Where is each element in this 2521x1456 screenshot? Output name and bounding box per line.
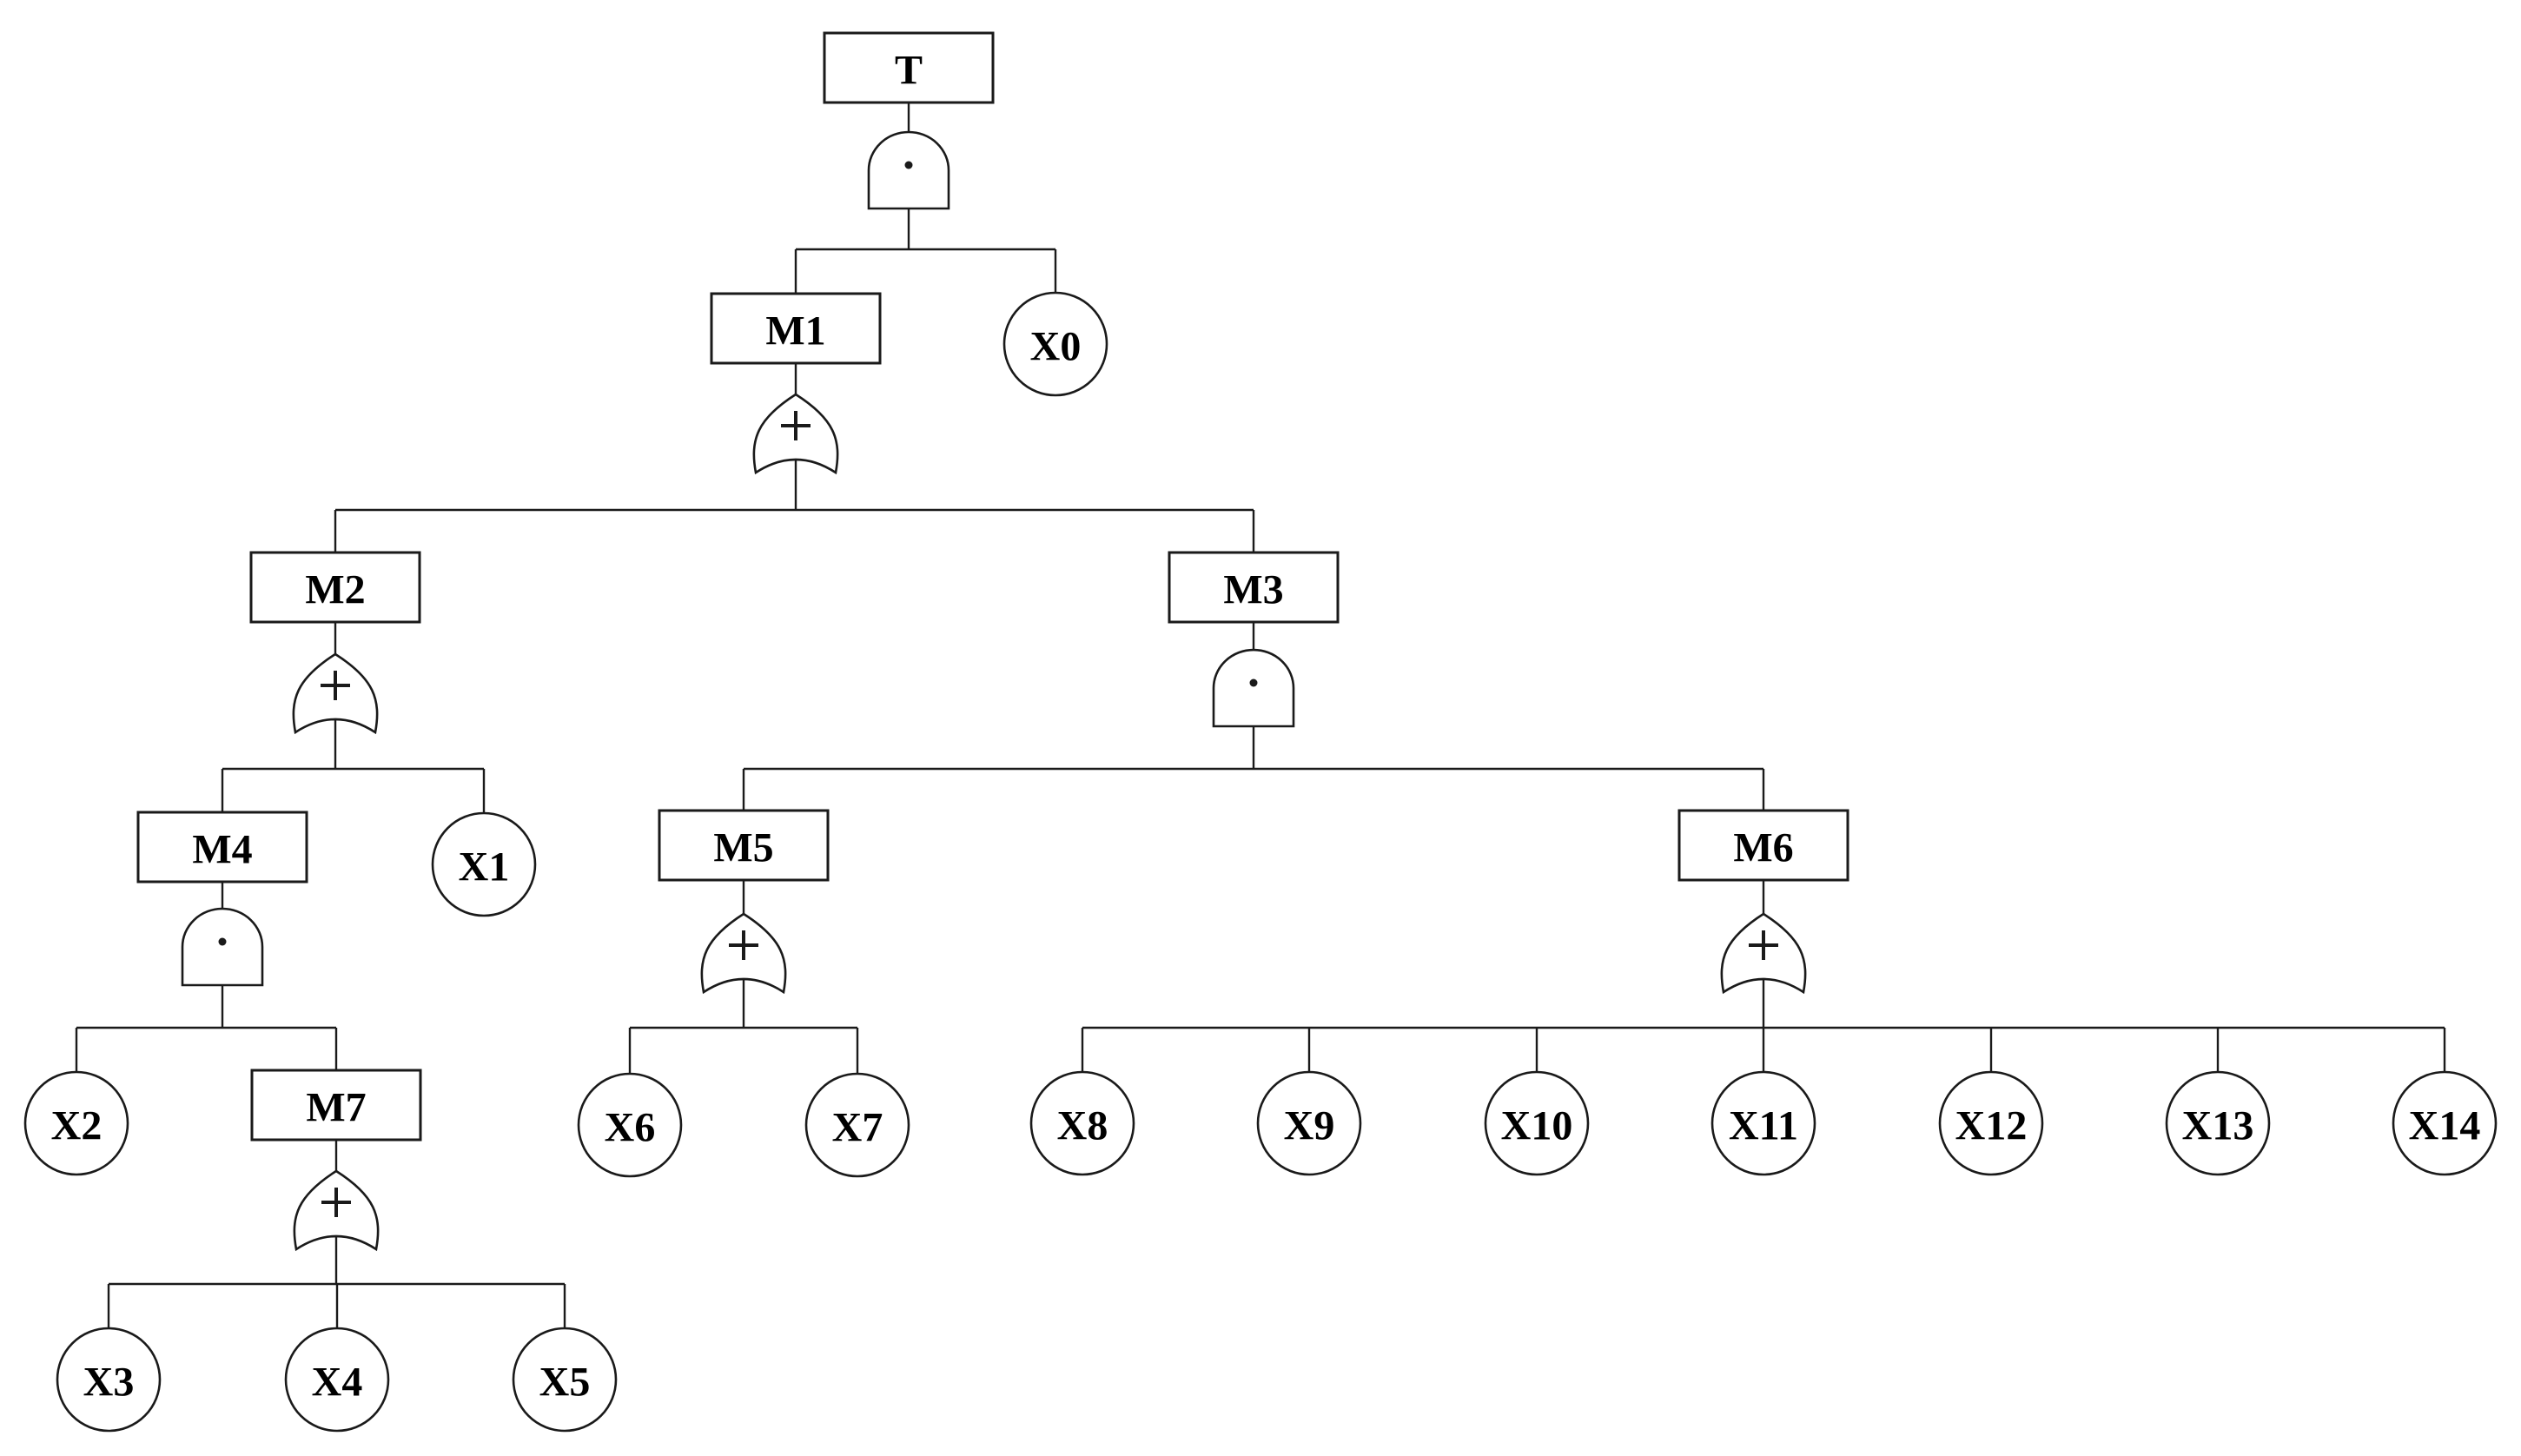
node-label-X1: X1 — [459, 844, 510, 890]
basic-event-X7: X7 — [804, 1072, 910, 1178]
and-operator-dot — [904, 161, 913, 169]
event-box-T: T — [823, 31, 995, 104]
node-label-X9: X9 — [1284, 1103, 1335, 1149]
node-label-X2: X2 — [51, 1103, 103, 1149]
and-gate-icon — [1212, 648, 1295, 728]
event-box-M2: M2 — [249, 551, 421, 624]
node-label-X10: X10 — [1501, 1103, 1573, 1149]
node-label-X11: X11 — [1729, 1103, 1798, 1149]
basic-event-X11: X11 — [1710, 1070, 1816, 1176]
node-label-X14: X14 — [2409, 1103, 2481, 1149]
and-operator-dot — [218, 937, 227, 946]
event-box-M5: M5 — [658, 809, 830, 882]
node-label-M7: M7 — [306, 1085, 366, 1131]
event-box-M6: M6 — [1677, 809, 1849, 882]
basic-event-X3: X3 — [56, 1327, 162, 1433]
event-box-M3: M3 — [1168, 551, 1340, 624]
node-label-X0: X0 — [1030, 324, 1082, 370]
basic-event-X13: X13 — [2165, 1070, 2271, 1176]
basic-event-X2: X2 — [23, 1070, 129, 1176]
node-label-X13: X13 — [2182, 1103, 2254, 1149]
or-gate-icon — [700, 912, 787, 995]
node-label-X4: X4 — [312, 1360, 363, 1406]
and-gate-icon — [867, 130, 950, 210]
node-label-M1: M1 — [765, 308, 825, 354]
node-label-X3: X3 — [83, 1360, 135, 1406]
basic-event-X0: X0 — [1002, 291, 1108, 397]
event-box-M4: M4 — [136, 811, 308, 884]
event-box-M1: M1 — [710, 292, 882, 365]
basic-event-X8: X8 — [1029, 1070, 1135, 1176]
basic-event-X5: X5 — [512, 1327, 618, 1433]
node-label-M4: M4 — [192, 827, 252, 873]
or-gate-icon — [752, 393, 839, 475]
node-label-M2: M2 — [305, 567, 365, 613]
and-operator-dot — [1249, 678, 1258, 687]
node-label-M3: M3 — [1223, 567, 1283, 613]
node-label-X8: X8 — [1057, 1103, 1108, 1149]
basic-event-X4: X4 — [284, 1327, 390, 1433]
event-box-M7: M7 — [250, 1069, 422, 1142]
basic-event-X14: X14 — [2392, 1070, 2498, 1176]
node-label-M5: M5 — [713, 825, 773, 871]
and-gate-icon — [181, 907, 264, 987]
node-label-X7: X7 — [832, 1105, 883, 1151]
gates — [181, 130, 1807, 1252]
node-label-X6: X6 — [605, 1105, 656, 1151]
basic-event-X1: X1 — [431, 811, 537, 917]
or-gate-icon — [293, 1169, 380, 1252]
node-label-X5: X5 — [539, 1360, 591, 1406]
basic-event-X10: X10 — [1484, 1070, 1590, 1176]
or-gate-icon — [292, 652, 379, 735]
basic-event-X6: X6 — [577, 1072, 683, 1178]
node-label-X12: X12 — [1955, 1103, 2028, 1149]
node-label-T: T — [895, 48, 923, 94]
or-gate-icon — [1720, 912, 1807, 995]
node-label-M6: M6 — [1733, 825, 1793, 871]
connector-lines — [75, 103, 2446, 1328]
basic-event-X9: X9 — [1256, 1070, 1362, 1176]
basic-event-X12: X12 — [1938, 1070, 2044, 1176]
